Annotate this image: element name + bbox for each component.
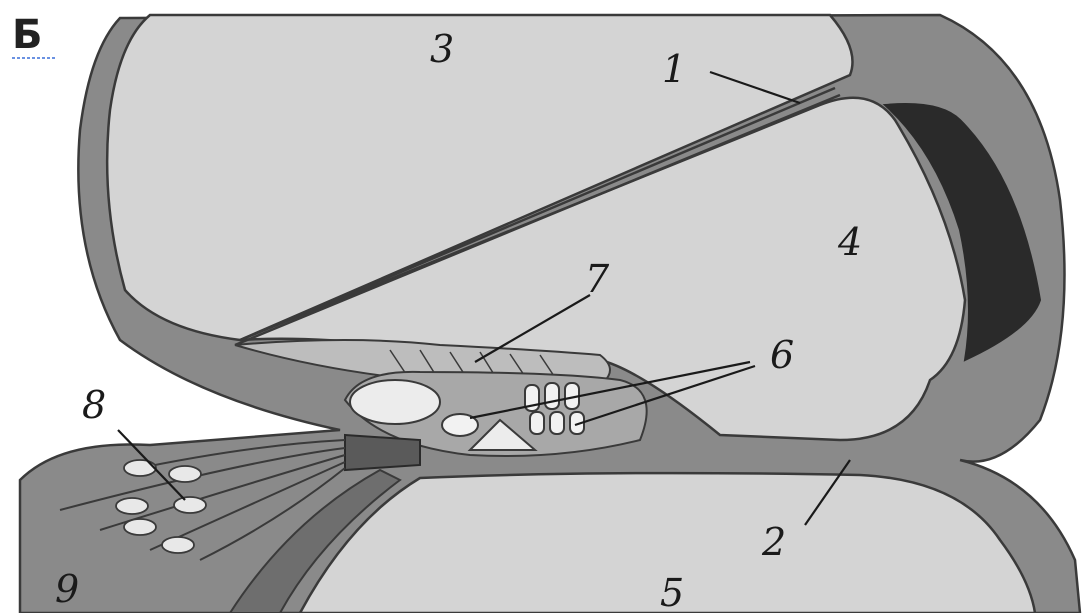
label-1: 1: [662, 47, 686, 91]
label-2: 2: [761, 520, 786, 564]
label-7: 7: [585, 257, 610, 301]
support-cell-left: [350, 380, 440, 424]
nerve-bundle: [345, 435, 420, 470]
label-9: 9: [55, 567, 79, 611]
label-5: 5: [660, 571, 684, 613]
label-6: 6: [770, 333, 794, 377]
label-3: 3: [430, 27, 454, 71]
label-8: 8: [82, 383, 106, 427]
panel-letter: Б: [12, 12, 43, 58]
label-4: 4: [837, 220, 862, 264]
outer-hair-cells: [525, 383, 584, 434]
